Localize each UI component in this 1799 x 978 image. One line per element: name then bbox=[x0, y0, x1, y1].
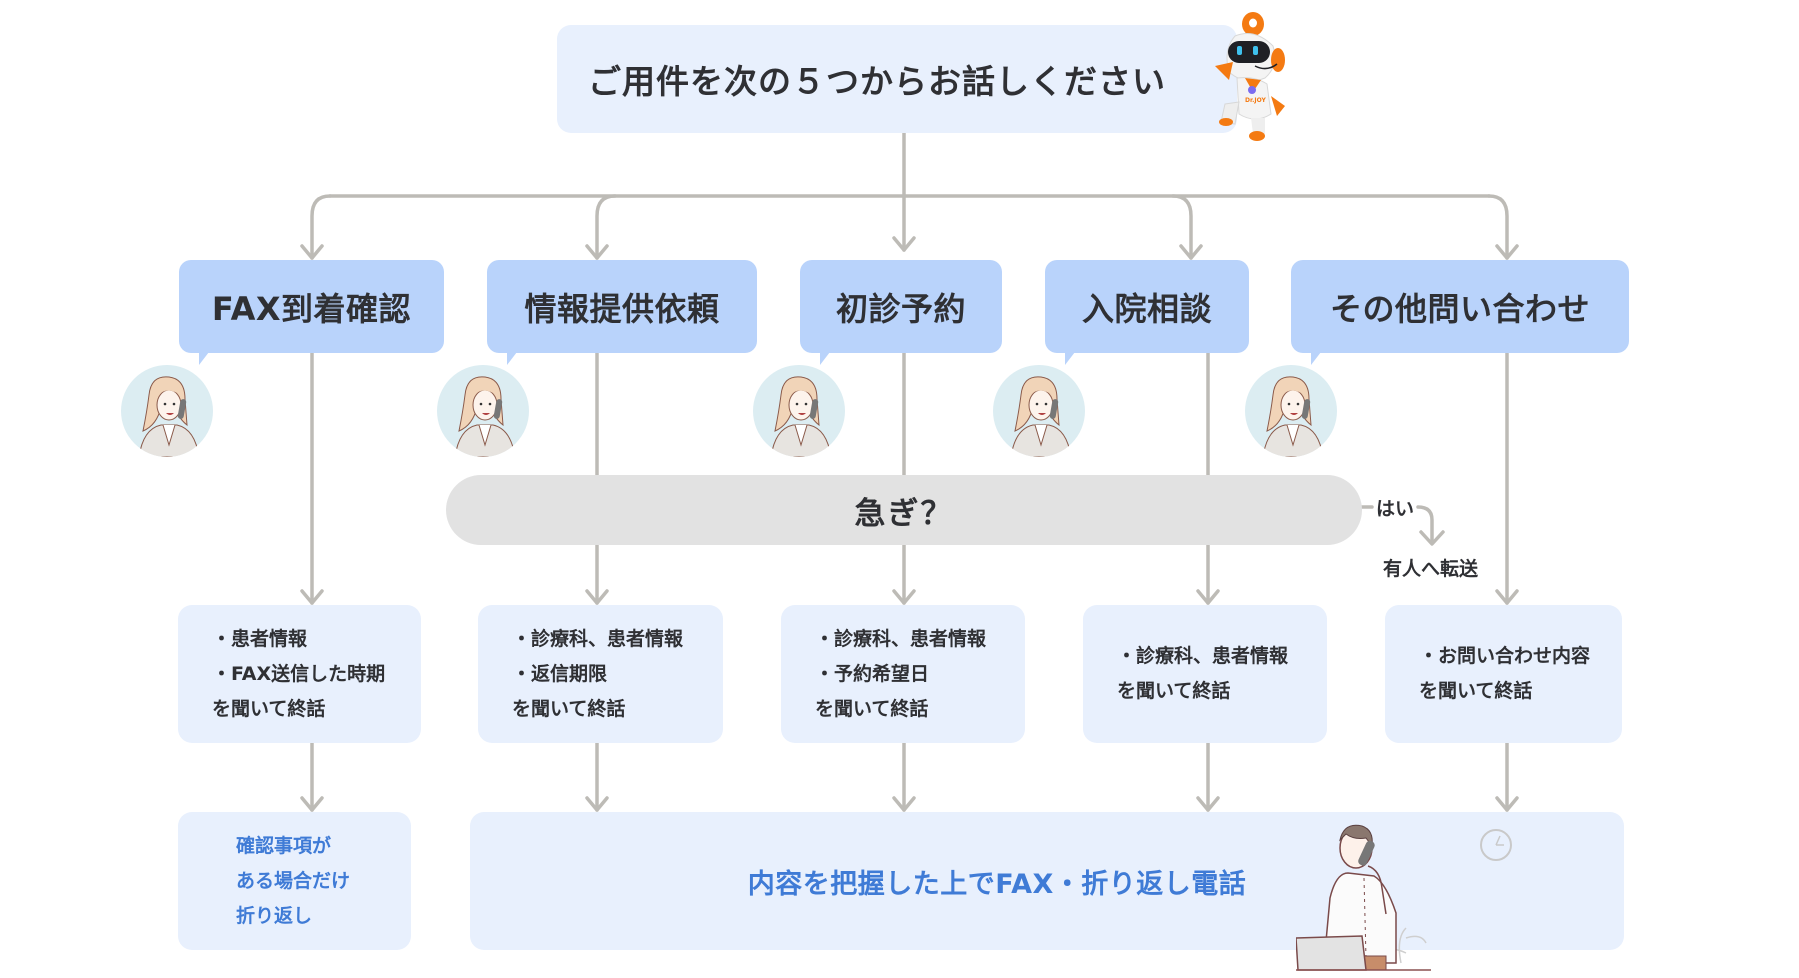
detail-closing: を聞いて終話 bbox=[512, 697, 626, 720]
outcome-line: 確認事項が bbox=[236, 834, 332, 857]
branch-reserve bbox=[1171, 194, 1193, 260]
detail-closing: を聞いて終話 bbox=[1117, 680, 1231, 702]
detail-closing: を聞いて終話 bbox=[212, 697, 326, 720]
arrowhead bbox=[1495, 796, 1519, 812]
detail-closing: を聞いて終話 bbox=[815, 697, 929, 720]
arrowhead bbox=[1495, 589, 1519, 605]
arrowhead bbox=[300, 589, 324, 605]
detail-box-fax: ・患者情報 ・FAX送信した時期 を聞いて終話 bbox=[178, 605, 421, 743]
arrowhead bbox=[585, 244, 609, 260]
category-first-visit: 初診予約 bbox=[800, 260, 1002, 365]
detail-box-other: ・お問い合わせ内容 を聞いて終話 bbox=[1385, 605, 1622, 743]
transfer-to-human-label: 有人へ転送 bbox=[1383, 558, 1479, 580]
category-label: 情報提供依頼 bbox=[524, 289, 720, 328]
prompt-title: ご用件を次の５つからお話しください bbox=[588, 62, 1166, 101]
arrowhead bbox=[1196, 796, 1220, 812]
category-info-request: 情報提供依頼 bbox=[487, 260, 757, 365]
category-fax-arrival: FAX到着確認 bbox=[179, 260, 444, 365]
operator-avatar-icon bbox=[753, 365, 845, 457]
arrowhead bbox=[1179, 244, 1203, 260]
category-other: その他問い合わせ bbox=[1291, 260, 1629, 365]
detail-box-admission: ・診療科、患者情報 を聞いて終話 bbox=[1083, 605, 1327, 743]
prompt-box bbox=[557, 25, 1237, 133]
operator-avatar-icon bbox=[121, 365, 213, 457]
robot-mascot-icon: Dr.JOY bbox=[1215, 12, 1285, 141]
detail-item: ・診療科、患者情報 bbox=[1117, 645, 1289, 667]
outcome-main-box bbox=[470, 812, 1624, 950]
outcome-main-text: 内容を把握した上でFAX・折り返し電話 bbox=[747, 868, 1247, 900]
detail-closing: を聞いて終話 bbox=[1419, 680, 1533, 702]
detail-item: ・返信期限 bbox=[512, 662, 608, 685]
category-label: 入院相談 bbox=[1081, 289, 1212, 328]
arrowhead bbox=[300, 796, 324, 812]
arrowhead bbox=[1495, 244, 1519, 260]
arrowhead bbox=[892, 236, 916, 252]
outcome-line: 折り返し bbox=[236, 904, 313, 927]
detail-item: ・患者情報 bbox=[212, 627, 308, 650]
arrowhead bbox=[300, 244, 324, 260]
yes-label: はい bbox=[1376, 498, 1415, 520]
category-label: その他問い合わせ bbox=[1329, 289, 1590, 328]
urgent-decision: 急ぎ？ bbox=[446, 475, 1362, 545]
operator-avatar-icon bbox=[1245, 365, 1337, 457]
category-admission: 入院相談 bbox=[1045, 260, 1249, 365]
arrowhead bbox=[585, 796, 609, 812]
arrowhead bbox=[1196, 589, 1220, 605]
branch-info bbox=[595, 194, 617, 260]
operator-avatar-icon bbox=[993, 365, 1085, 457]
arrowhead bbox=[892, 589, 916, 605]
operator-avatar-icon bbox=[437, 365, 529, 457]
detail-item: ・診療科、患者情報 bbox=[512, 627, 684, 650]
detail-item: ・FAX送信した時期 bbox=[212, 662, 386, 685]
detail-box-info: ・診療科、患者情報 ・返信期限 を聞いて終話 bbox=[478, 605, 723, 743]
outcome-line: ある場合だけ bbox=[236, 869, 351, 892]
detail-box-first-visit: ・診療科、患者情報 ・予約希望日 を聞いて終話 bbox=[781, 605, 1025, 743]
man-on-phone-illustration bbox=[1296, 824, 1512, 971]
detail-item: ・診療科、患者情報 bbox=[815, 627, 987, 650]
branch-fax bbox=[310, 194, 332, 260]
detail-item: ・お問い合わせ内容 bbox=[1419, 645, 1591, 667]
arrowhead bbox=[1419, 530, 1445, 546]
branch-other bbox=[1487, 194, 1509, 260]
svg-text:Dr.JOY: Dr.JOY bbox=[1245, 97, 1266, 104]
outcome-fax-callback: 確認事項が ある場合だけ 折り返し bbox=[178, 812, 411, 950]
category-label: 初診予約 bbox=[835, 289, 966, 328]
category-label: FAX到着確認 bbox=[211, 289, 412, 328]
decision-question: 急ぎ？ bbox=[854, 495, 954, 532]
arrowhead bbox=[892, 796, 916, 812]
yes-curve bbox=[1416, 505, 1434, 545]
arrowhead bbox=[585, 589, 609, 605]
detail-item: ・予約希望日 bbox=[815, 662, 930, 685]
